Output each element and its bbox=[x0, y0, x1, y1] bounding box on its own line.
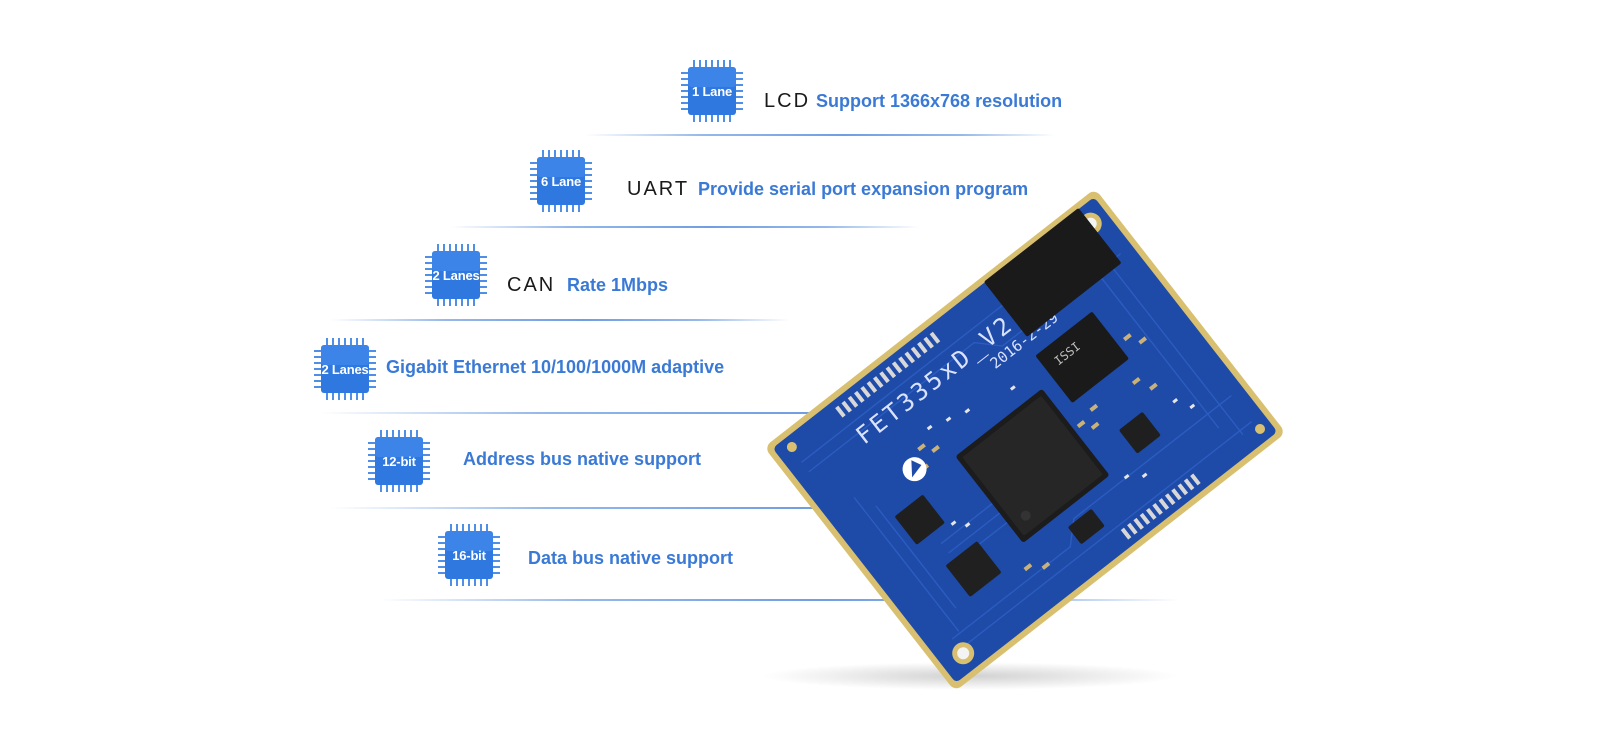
feature-description: Address bus native support bbox=[463, 449, 702, 469]
som-board-image: FET335xD_V2.2 2016-2-29 ISSI bbox=[745, 170, 1305, 710]
divider-line bbox=[585, 134, 1055, 136]
chip-icon: 2 Lanes bbox=[423, 242, 489, 308]
chip-icon-graphic bbox=[681, 60, 743, 122]
chip-icon-graphic bbox=[438, 524, 500, 586]
chip-icon-graphic bbox=[314, 338, 376, 400]
divider-line bbox=[330, 319, 790, 321]
chip-label: 12-bit bbox=[382, 453, 416, 469]
chip-label: 1 Lane bbox=[692, 83, 732, 99]
feature-description: Support 1366x768 resolution bbox=[816, 91, 1063, 111]
chip-icon-graphic bbox=[530, 150, 592, 212]
chip-label: 2 Lanes bbox=[432, 267, 480, 283]
feature-description: Rate 1Mbps bbox=[567, 275, 669, 295]
divider-line bbox=[330, 507, 1190, 509]
divider-line bbox=[320, 412, 1200, 414]
chip-icon: 1 Lane bbox=[679, 58, 745, 124]
som-board-graphic: FET335xD_V2.2 2016-2-29 ISSI bbox=[767, 191, 1283, 689]
divider-line bbox=[380, 599, 1180, 601]
chip-label: 16-bit bbox=[452, 547, 486, 563]
chip-label: 2 Lanes bbox=[321, 361, 369, 377]
feature-description: Gigabit Ethernet 10/100/1000M adaptive bbox=[386, 357, 725, 377]
chip-label: 6 Lane bbox=[541, 173, 581, 189]
interface-name-lcd: LCD bbox=[764, 90, 811, 112]
chip-icon-graphic bbox=[425, 244, 487, 306]
interface-name-can: CAN bbox=[507, 274, 556, 296]
feature-description: Data bus native support bbox=[528, 548, 734, 568]
chip-icon: 16-bit bbox=[436, 522, 502, 588]
feature-description: Provide serial port expansion program bbox=[698, 179, 1029, 199]
chip-icon-graphic bbox=[368, 430, 430, 492]
chip-icon: 12-bit bbox=[366, 428, 432, 494]
divider-line bbox=[450, 226, 920, 228]
interface-name-uart: UART bbox=[627, 178, 690, 200]
chip-icon: 2 Lanes bbox=[312, 336, 378, 402]
chip-icon: 6 Lane bbox=[528, 148, 594, 214]
